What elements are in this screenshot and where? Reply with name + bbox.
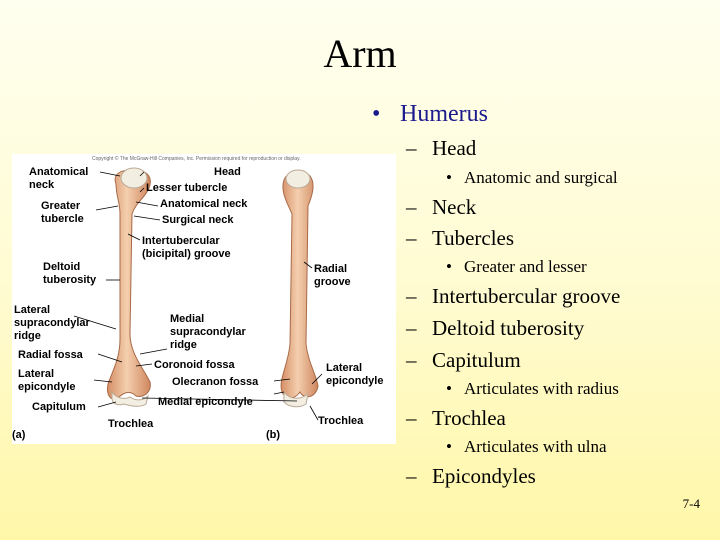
label-lateral-supracondylar-ridge: Lateral [14,304,50,316]
label-anatomical-neck-mid: Anatomical neck [160,198,248,210]
label-medial-supracondylar-ridge-line2: supracondylar [170,326,247,338]
outline-subitem: •Articulates with ulna [446,437,607,456]
label-trochlea-posterior: Trochlea [318,415,364,427]
leader-lines [73,171,323,421]
humerus-anterior-view [107,167,151,407]
outline-subitem: •Anatomic and surgical [446,168,618,187]
label-lateral-supracondylar-ridge-line2: supracondylar [14,317,91,329]
label-lateral-epicondyle-posterior-line2: epicondyle [326,375,383,387]
label-deltoid-tuberosity: Deltoid [43,261,80,273]
copyright-text: Copyright © The McGraw-Hill Companies, I… [92,155,301,162]
outline-item: –Capitulum [406,348,521,372]
outline-item: –Intertubercular groove [406,284,621,308]
panel-a-label: (a) [12,429,26,441]
label-medial-supracondylar-ridge-line3: ridge [170,339,197,351]
outline-subitem: •Greater and lesser [446,257,587,276]
label-trochlea-anterior: Trochlea [108,418,154,430]
slide-number: 7-4 [682,496,700,511]
label-radial-fossa: Radial fossa [18,349,84,361]
label-bicipital-groove: (bicipital) groove [142,248,231,260]
outline-item: –Deltoid tuberosity [406,316,585,340]
outline-subitem: •Articulates with radius [446,379,619,398]
panel-b-label: (b) [266,429,280,441]
label-olecranon-fossa: Olecranon fossa [172,376,259,388]
label-surgical-neck: Surgical neck [162,214,234,226]
outline-heading-text: Humerus [400,101,488,127]
label-medial-supracondylar-ridge: Medial [170,313,204,325]
bullet-icon: • [372,101,381,127]
label-lesser-tubercle: Lesser tubercle [146,182,227,194]
label-lateral-epicondyle: Lateral [18,368,54,380]
slide-title: Arm [323,31,397,76]
label-coronoid-fossa: Coronoid fossa [154,359,236,371]
label-head: Head [214,166,241,178]
label-intertubercular: Intertubercular [142,235,220,247]
label-lateral-epicondyle-line2: epicondyle [18,381,75,393]
label-capitulum: Capitulum [32,401,86,413]
humerus-posterior-view [280,169,319,408]
label-radial-groove-line2: groove [314,276,351,288]
label-anatomical-neck: Anatomical [29,166,88,178]
outline-heading: • Humerus [372,101,488,128]
outline-item: –Tubercles [406,226,515,250]
outline-item: –Trochlea [406,406,506,430]
label-lateral-supracondylar-ridge-line3: ridge [14,330,41,342]
outline-item: –Neck [406,195,477,219]
label-radial-groove: Radial [314,263,347,275]
label-deltoid-tuberosity-line2: tuberosity [43,274,97,286]
label-lateral-epicondyle-posterior: Lateral [326,362,362,374]
outline-item: –Epicondyles [406,464,536,488]
humerus-figure: Copyright © The McGraw-Hill Companies, I… [12,154,396,444]
outline-item: –Head [406,136,477,160]
label-greater-tubercle: Greater [41,200,81,212]
label-medial-epicondyle: Medial epicondyle [158,396,253,408]
label-greater-tubercle-line2: tubercle [41,213,84,225]
label-anatomical-neck-line2: neck [29,179,55,191]
